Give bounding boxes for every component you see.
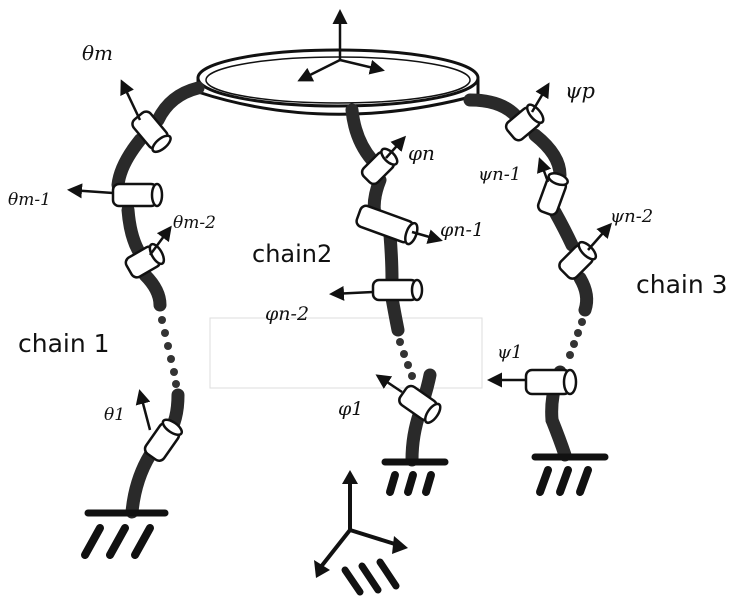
label-chain-1: chain 1 — [18, 329, 110, 358]
link-dots — [396, 338, 416, 380]
joint-theta-1 — [143, 418, 184, 462]
label-psi-1: ψ1 — [497, 342, 523, 363]
label-psi-n-2: ψn-2 — [610, 206, 653, 227]
joint-theta-m-1 — [111, 182, 164, 208]
label-theta-m-2: θm-2 — [173, 213, 216, 233]
joint-phi-n — [360, 147, 399, 186]
label-phi-1: φ1 — [338, 398, 363, 420]
moving-platform — [196, 48, 480, 116]
link-dots — [566, 318, 586, 359]
label-psi-n-1: ψn-1 — [478, 164, 521, 185]
label-phi-n-1: φn-1 — [440, 219, 484, 241]
ground-3 — [531, 453, 609, 496]
chain-3 — [463, 82, 612, 496]
joint-phi-1 — [398, 384, 442, 425]
joint-psi-p — [504, 103, 545, 142]
platform-frame-icon — [297, 9, 385, 82]
chain-2 — [329, 103, 449, 496]
label-psi-p: ψp — [565, 79, 595, 103]
label-theta-m-1: θm-1 — [8, 190, 51, 210]
label-phi-n-2: φn-2 — [265, 303, 309, 325]
ground-1 — [81, 509, 169, 559]
ground-2 — [381, 458, 449, 496]
base-frame-icon — [314, 470, 408, 596]
labels: θm θm-1 θm-2 θ1 φn φn-1 φn-2 φ1 ψp ψn-1 … — [8, 41, 728, 425]
chain-1 — [67, 79, 205, 559]
label-phi-n: φn — [408, 141, 435, 165]
joint-psi-1 — [524, 368, 578, 396]
label-theta-1: θ1 — [104, 405, 125, 425]
label-theta-m: θm — [82, 41, 113, 65]
link-dots — [158, 316, 180, 388]
joint-phi-n-2 — [371, 278, 424, 302]
label-chain-3: chain 3 — [636, 270, 728, 299]
blank-patch — [209, 317, 483, 389]
label-chain-2: chain2 — [252, 240, 332, 268]
joint-phi-n-1 — [355, 204, 419, 246]
joint-psi-n-1 — [536, 172, 569, 216]
